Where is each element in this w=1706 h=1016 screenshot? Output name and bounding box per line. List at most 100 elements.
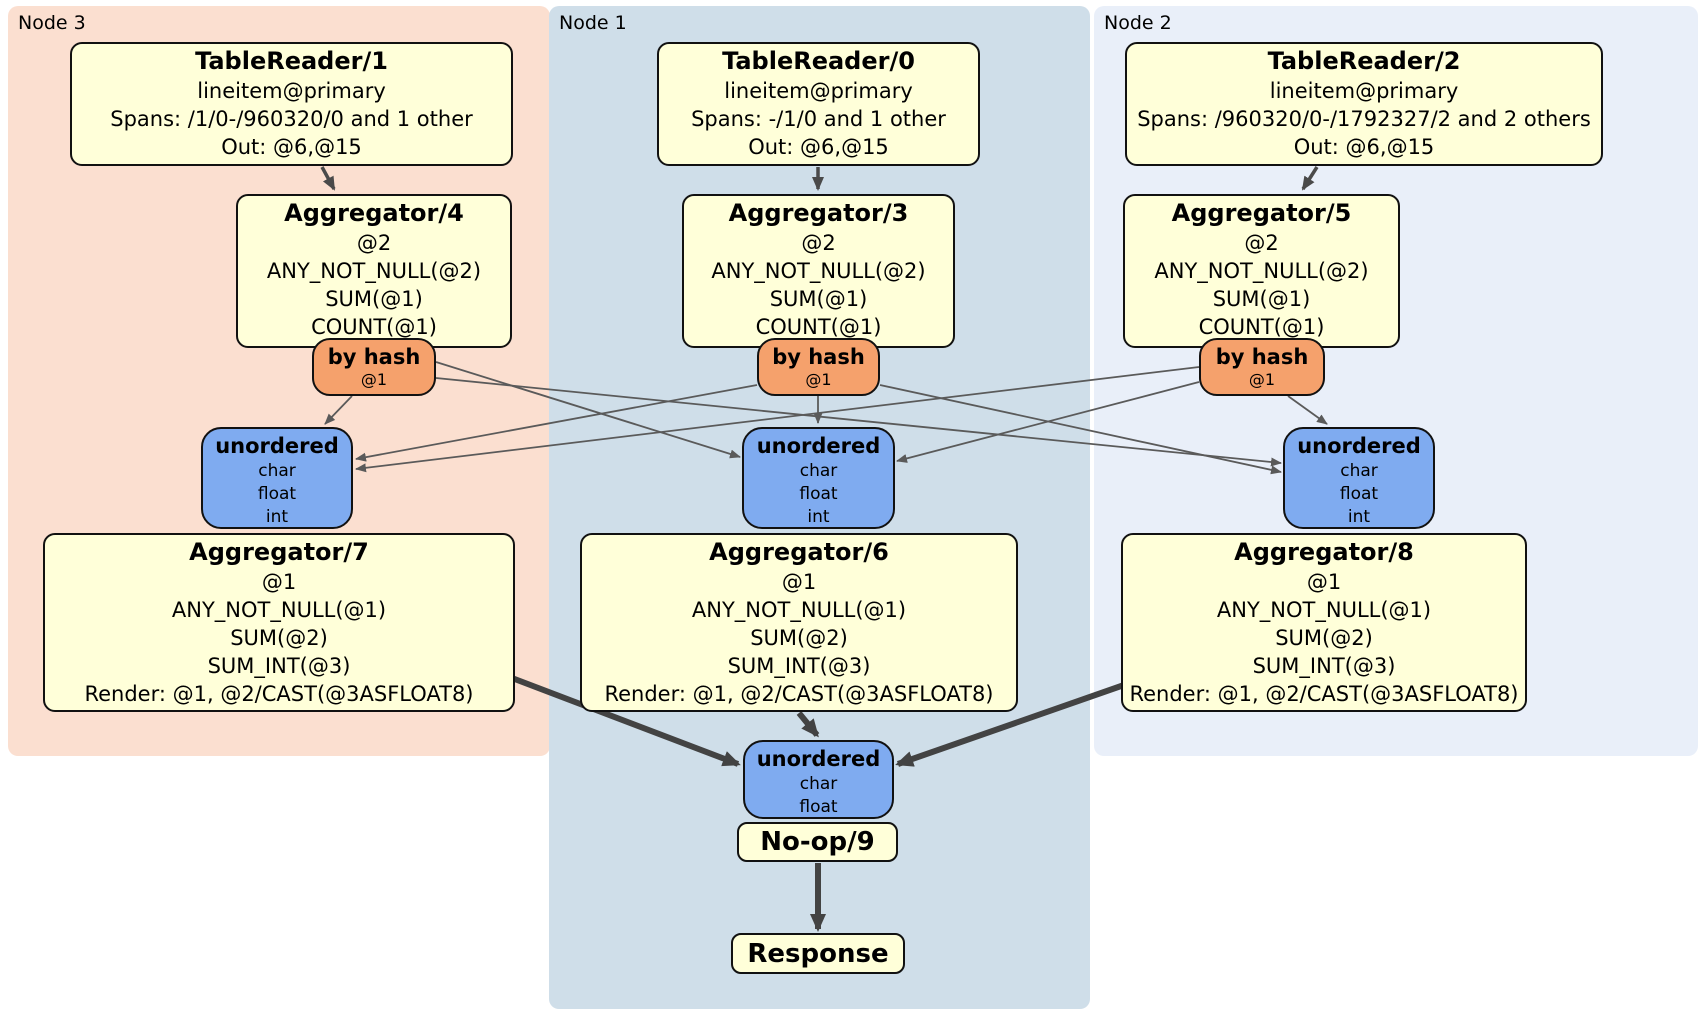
node-aggregator-7: Aggregator/7 @1 ANY_NOT_NULL(@1) SUM(@2)…: [43, 533, 515, 712]
router-title: by hash: [327, 345, 421, 369]
sync-unordered-node1: unordered char float int: [742, 427, 895, 529]
edge-router1-sync3: [355, 384, 758, 462]
box-line: @2: [1244, 231, 1279, 255]
edge-router3-sync2: [435, 377, 1282, 467]
edge-agg6-syncfinal: [796, 711, 820, 738]
sync-title: unordered: [756, 747, 881, 771]
box-line: Out: @6,@15: [1293, 135, 1435, 159]
box-line: Out: @6,@15: [221, 135, 362, 159]
node-tablereader-1: TableReader/1 lineitem@primary Spans: /1…: [70, 42, 513, 166]
edge-router2-sync3: [355, 366, 1200, 473]
node-aggregator-4: Aggregator/4 @2 ANY_NOT_NULL(@2) SUM(@1)…: [236, 194, 512, 348]
node-aggregator-6: Aggregator/6 @1 ANY_NOT_NULL(@1) SUM(@2)…: [580, 533, 1018, 712]
box-line: @2: [801, 231, 836, 255]
sync-line: float: [257, 484, 297, 504]
edge-agg8-syncfinal: [895, 682, 1125, 767]
router-by-hash-node2: by hash @1: [1199, 338, 1325, 396]
sync-line: int: [807, 507, 830, 527]
node-aggregator-5: Aggregator/5 @2 ANY_NOT_NULL(@2) SUM(@1)…: [1123, 194, 1400, 348]
panel-node3-label: Node 3: [18, 12, 86, 34]
edge-router2-sync1: [896, 381, 1200, 463]
box-line: SUM_INT(@3): [727, 654, 871, 678]
edge-router2-sync2: [1287, 395, 1328, 425]
box-line: ANY_NOT_NULL(@1): [171, 598, 387, 622]
sync-line: int: [265, 507, 289, 527]
node-tablereader-2: TableReader/2 lineitem@primary Spans: /9…: [1125, 42, 1603, 166]
sync-title: unordered: [1297, 434, 1421, 458]
box-line: @1: [261, 570, 297, 594]
edge-router3-sync3: [324, 395, 353, 425]
sync-line: int: [1347, 507, 1371, 527]
router-line: @1: [805, 370, 832, 389]
box-line: SUM(@1): [769, 287, 868, 311]
box-line: COUNT(@1): [1198, 315, 1325, 339]
node-tablereader-0: TableReader/0 lineitem@primary Spans: -/…: [657, 42, 980, 166]
box-line: Spans: /1/0-/960320/0 and 1 other: [110, 107, 473, 131]
box-line: Render: @1, @2/CAST(@3ASFLOAT8): [1129, 682, 1519, 706]
router-title: by hash: [772, 345, 865, 369]
sync-line: char: [1340, 461, 1378, 481]
box-title: Aggregator/3: [728, 199, 909, 227]
box-line: Out: @6,@15: [748, 135, 889, 159]
box-line: SUM(@1): [325, 287, 423, 311]
edge-tr1-agg4: [320, 166, 336, 191]
edge-router3-sync1: [435, 361, 741, 459]
box-line: COUNT(@1): [311, 315, 437, 339]
router-by-hash-node1: by hash @1: [757, 338, 880, 396]
box-line: Spans: -/1/0 and 1 other: [691, 107, 946, 131]
edge-router1-sync2: [879, 384, 1282, 475]
node-aggregator-8: Aggregator/8 @1 ANY_NOT_NULL(@1) SUM(@2)…: [1121, 533, 1527, 712]
sync-line: char: [258, 461, 296, 481]
box-line: SUM_INT(@3): [1252, 654, 1396, 678]
box-title: Aggregator/8: [1234, 538, 1414, 566]
sync-title: unordered: [756, 434, 881, 458]
box-line: COUNT(@1): [755, 315, 882, 339]
box-line: @2: [356, 231, 392, 255]
box-line: SUM(@2): [230, 626, 328, 650]
box-line: Spans: /960320/0-/1792327/2 and 2 others: [1137, 107, 1591, 131]
sync-line: char: [799, 461, 838, 481]
box-line: @1: [781, 570, 817, 594]
node-noop-9: No-op/9: [737, 822, 898, 862]
box-line: ANY_NOT_NULL(@2): [711, 259, 926, 283]
box-line: @1: [1306, 570, 1342, 594]
box-title: No-op/9: [760, 827, 875, 857]
sync-line: float: [799, 484, 838, 504]
edge-agg7-syncfinal: [510, 675, 741, 767]
router-line: @1: [360, 370, 388, 389]
box-line: ANY_NOT_NULL(@1): [691, 598, 907, 622]
box-line: Render: @1, @2/CAST(@3ASFLOAT8): [84, 682, 474, 706]
edge-tr2-agg5: [1301, 166, 1319, 191]
sync-title: unordered: [215, 434, 339, 458]
sync-line: char: [799, 774, 838, 794]
box-line: lineitem@primary: [1269, 79, 1459, 103]
box-line: lineitem@primary: [724, 79, 913, 103]
box-line: ANY_NOT_NULL(@2): [266, 259, 482, 283]
node-response: Response: [731, 933, 905, 974]
box-line: SUM(@2): [750, 626, 848, 650]
box-title: Aggregator/4: [284, 199, 464, 227]
sync-unordered-final: unordered char float: [743, 740, 894, 819]
panel-node1-label: Node 1: [559, 12, 627, 34]
box-line: SUM(@2): [1275, 626, 1373, 650]
box-title: Response: [747, 938, 889, 969]
box-title: Aggregator/7: [189, 538, 369, 566]
box-line: SUM(@1): [1212, 287, 1311, 311]
box-line: Render: @1, @2/CAST(@3ASFLOAT8): [604, 682, 994, 706]
sync-line: float: [1339, 484, 1379, 504]
router-title: by hash: [1215, 345, 1309, 369]
router-line: @1: [1248, 370, 1276, 389]
box-line: ANY_NOT_NULL(@2): [1154, 259, 1369, 283]
box-title: TableReader/0: [722, 47, 915, 75]
panel-node2-label: Node 2: [1104, 12, 1172, 34]
box-line: lineitem@primary: [197, 79, 386, 103]
node-aggregator-3: Aggregator/3 @2 ANY_NOT_NULL(@2) SUM(@1)…: [682, 194, 955, 348]
box-title: TableReader/1: [195, 47, 388, 75]
box-line: ANY_NOT_NULL(@1): [1216, 598, 1432, 622]
sync-unordered-node2: unordered char float int: [1283, 427, 1435, 529]
router-by-hash-node3: by hash @1: [312, 338, 436, 396]
box-title: Aggregator/5: [1171, 199, 1352, 227]
sync-line: float: [799, 797, 838, 817]
